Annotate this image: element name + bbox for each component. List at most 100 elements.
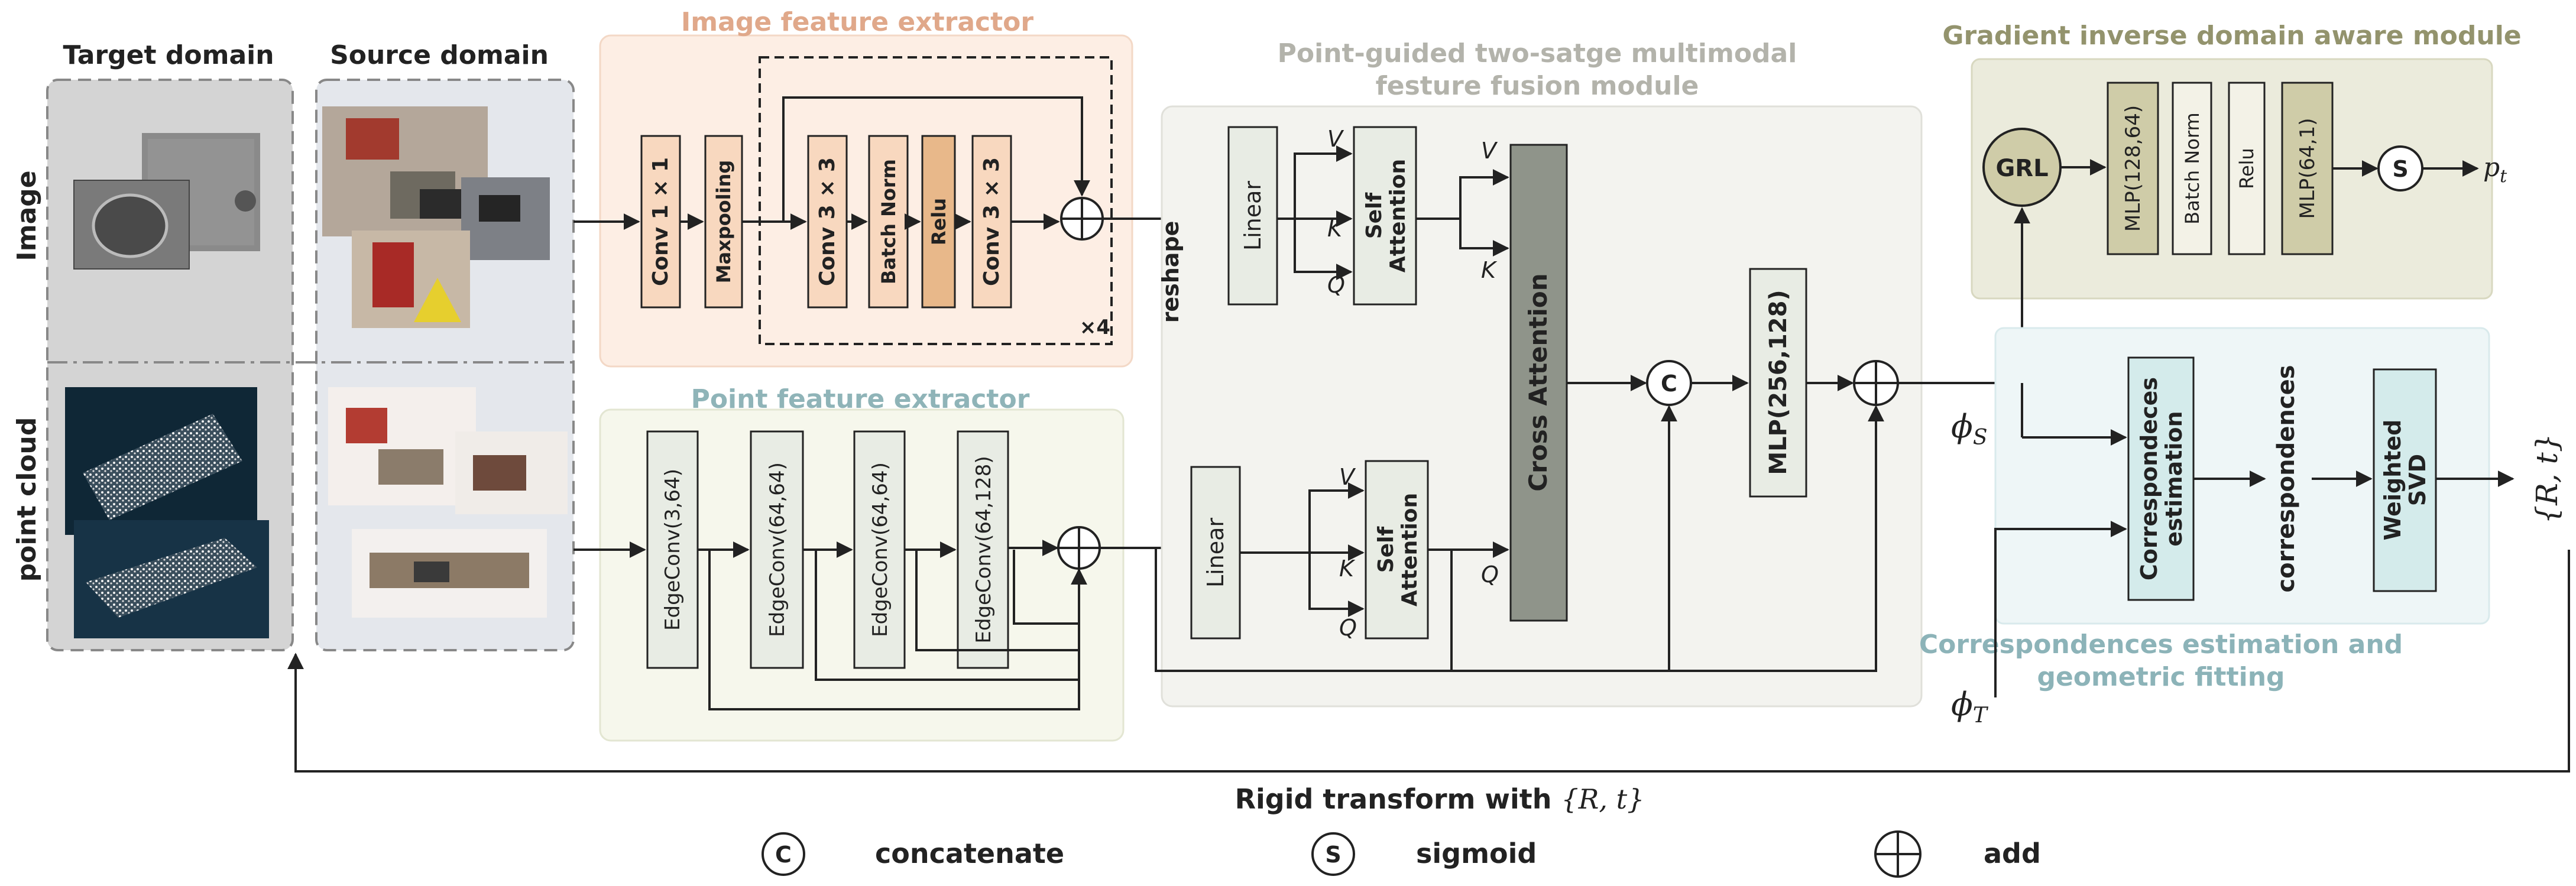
weighted-svd-block: Weighted SVD: [2373, 368, 2437, 592]
legend-concat-symbol: C: [762, 832, 805, 876]
image-add-node: [1060, 197, 1104, 241]
v-label-cross: V: [1481, 138, 1498, 164]
svg-text:S: S: [2392, 156, 2408, 182]
svg-text:Conv 3 × 3: Conv 3 × 3: [815, 157, 840, 286]
svg-text:EdgeConv(64,64): EdgeConv(64,64): [766, 462, 789, 637]
svg-text:Relu: Relu: [2235, 148, 2258, 189]
v-label-bottom: V: [1339, 464, 1356, 490]
svg-text:C: C: [1661, 371, 1677, 397]
edgeconv-4: EdgeConv(64,128): [957, 430, 1009, 669]
svg-text:Batch Norm: Batch Norm: [877, 159, 900, 284]
edgeconv-3: EdgeConv(64,64): [853, 430, 906, 669]
correspondence-estimation-block: Correspondeces estimation: [2127, 356, 2195, 601]
target-image-thumbnails: [73, 133, 260, 270]
conv1x1-block: Conv 1 × 1: [640, 135, 681, 309]
svg-text:Correspondeces: Correspondeces: [2136, 377, 2162, 580]
k-label-cross: K: [1481, 257, 1498, 283]
svg-text:Weighted: Weighted: [2380, 420, 2406, 541]
svg-text:MLP(256,128): MLP(256,128): [1765, 290, 1792, 475]
image-feature-extractor-title: Image feature extractor: [681, 7, 1033, 37]
svg-text:Self: Self: [1374, 526, 1398, 573]
correspondence-module-title-line2: geometric fitting: [2037, 662, 2285, 692]
gradient-relu-block: Relu: [2228, 82, 2266, 255]
correspondences-label: correspondences: [2273, 365, 2300, 592]
relu-block: Relu: [921, 135, 956, 309]
k-label-bottom: K: [1339, 556, 1356, 582]
conv3x3-block-b: Conv 3 × 3: [971, 135, 1012, 309]
legend-add-label: add: [1984, 838, 2041, 869]
mlp-256-128-block: MLP(256,128): [1749, 268, 1807, 498]
cross-attention-block: Cross Attention: [1509, 144, 1568, 622]
v-label-top: V: [1327, 126, 1344, 152]
svg-text:Attention: Attention: [1386, 159, 1410, 272]
svg-text:GRL: GRL: [1995, 155, 2048, 182]
edgeconv-2: EdgeConv(64,64): [750, 430, 804, 669]
fusion-module-title-line2: festure fusion module: [1376, 71, 1699, 101]
svg-text:EdgeConv(3,64): EdgeConv(3,64): [661, 469, 685, 631]
svg-text:Batch Norm: Batch Norm: [2181, 112, 2204, 224]
source-point-cloud-thumbnails: [328, 387, 568, 618]
legend-sigmoid-label: sigmoid: [1416, 838, 1537, 869]
gradient-batchnorm-block: Batch Norm: [2172, 82, 2212, 255]
fusion-add-node: [1853, 360, 1899, 406]
svg-text:Linear: Linear: [1203, 518, 1229, 588]
rigid-output-label: {R, t}: [2530, 433, 2564, 524]
q-label-top: Q: [1327, 272, 1345, 298]
rigid-transform-caption: Rigid transform with {R, t}: [1235, 783, 1645, 815]
fusion-connections: [1155, 145, 2022, 672]
batch-norm-block: Batch Norm: [868, 135, 909, 309]
grl-node: GRL: [1982, 128, 2062, 207]
svg-text:Linear: Linear: [1240, 181, 1266, 251]
correspondence-module-panel: [1994, 327, 2490, 625]
reshape-label: reshape: [1158, 221, 1184, 323]
point-add-node: [1057, 526, 1101, 570]
image-row-label: Image: [12, 170, 42, 261]
linear-bottom: Linear: [1190, 466, 1241, 640]
mlp-64-1-block: MLP(64,1): [2281, 82, 2334, 255]
sigmoid-node: S: [2377, 145, 2423, 192]
legend-sigmoid-symbol: S: [1311, 832, 1355, 876]
correspondence-module-title-line1: Correspondences estimation and: [1919, 629, 2403, 660]
svg-text:Conv 3 × 3: Conv 3 × 3: [980, 157, 1004, 286]
fusion-module-title-line1: Point-guided two-satge multimodal: [1278, 38, 1797, 69]
repeat-x4-label: ×4: [1080, 316, 1110, 339]
gradient-module-title: Gradient inverse domain aware module: [1942, 21, 2521, 51]
svg-text:Attention: Attention: [1398, 493, 1422, 606]
qkv-labels: V K Q V K Q V K Q: [1327, 126, 1499, 641]
target-domain-title: Target domain: [63, 40, 274, 70]
source-domain-title: Source domain: [330, 40, 549, 70]
svg-text:Maxpooling: Maxpooling: [712, 160, 735, 284]
svg-text:MLP(64,1): MLP(64,1): [2296, 118, 2319, 219]
svg-text:EdgeConv(64,128): EdgeConv(64,128): [972, 456, 996, 643]
point-cloud-row-label: point cloud: [12, 417, 42, 582]
self-attention-bottom: Self Attention: [1365, 460, 1429, 640]
legend-concat-label: concatenate: [875, 838, 1064, 869]
maxpooling-block: Maxpooling: [704, 135, 743, 309]
point-feature-extractor-title: Point feature extractor: [691, 384, 1030, 414]
q-label-cross: Q: [1481, 562, 1499, 588]
svg-text:SVD: SVD: [2405, 454, 2431, 506]
svg-text:estimation: estimation: [2161, 411, 2187, 546]
source-image-thumbnails: [322, 106, 550, 328]
domain-probability-label: pt: [2483, 152, 2507, 187]
phi-t-label: ϕT: [1951, 686, 1989, 728]
correspondence-connections: [287, 383, 2570, 773]
svg-text:Cross Attention: Cross Attention: [1524, 273, 1553, 491]
svg-text:Conv 1 × 1: Conv 1 × 1: [649, 157, 673, 286]
mlp-128-64-block: MLP(128,64): [2107, 82, 2159, 255]
linear-top: Linear: [1227, 126, 1278, 306]
phi-s-label: ϕS: [1951, 408, 1987, 450]
q-label-bottom: Q: [1339, 615, 1357, 641]
legend-add-symbol: [1874, 830, 1922, 878]
svg-text:S: S: [1325, 842, 1341, 868]
svg-text:MLP(128,64): MLP(128,64): [2121, 105, 2145, 232]
edgeconv-1: EdgeConv(3,64): [646, 430, 699, 669]
conv3x3-block-a: Conv 3 × 3: [807, 135, 848, 309]
point-branch-connections: [573, 540, 1193, 710]
residual-block-dashed-frame: [759, 56, 1113, 345]
svg-text:Relu: Relu: [928, 198, 950, 245]
svg-text:C: C: [775, 842, 792, 868]
target-point-cloud-thumbnails: [65, 387, 269, 638]
svg-text:EdgeConv(64,64): EdgeConv(64,64): [869, 462, 892, 637]
